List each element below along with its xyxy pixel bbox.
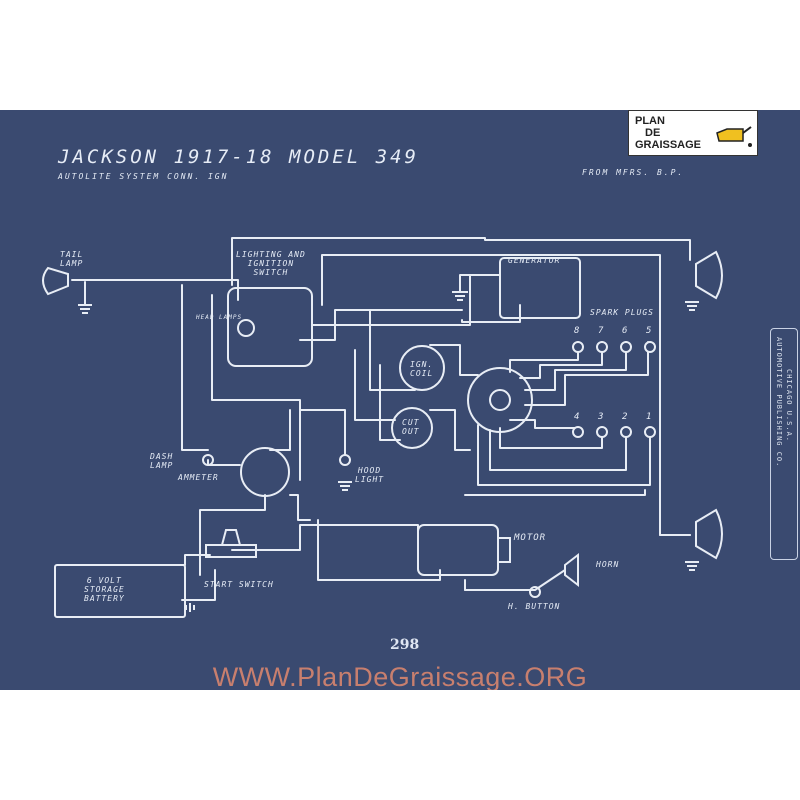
ign-coil-label: IGN. COIL <box>410 360 434 378</box>
hood-light-label: HOOD LIGHT <box>355 466 385 484</box>
start-switch-label: START SWITCH <box>204 580 274 589</box>
dash-lamp-bulb <box>202 454 214 466</box>
generator-body <box>499 257 581 319</box>
wire-plug-5 <box>524 341 649 406</box>
plug-number-1: 1 <box>646 412 653 422</box>
diagram-source: FROM MFRS. B.P. <box>582 168 685 177</box>
plug-1 <box>644 426 656 438</box>
plug-number-6: 6 <box>622 326 629 336</box>
wire-second-bus <box>321 254 691 536</box>
motor-label: MOTOR <box>514 533 547 543</box>
plug-3 <box>596 426 608 438</box>
wire-gen-1 <box>311 274 501 326</box>
plug-number-5: 5 <box>646 326 653 336</box>
wire-coil-2 <box>429 344 479 376</box>
ground-head-lower <box>685 561 699 571</box>
plug-2 <box>620 426 632 438</box>
wire-plug-1 <box>477 424 651 486</box>
wire-plug-2 <box>489 429 627 471</box>
battery-body <box>54 564 186 618</box>
wire-plug-7 <box>519 341 603 379</box>
hood-light-bulb <box>339 454 351 466</box>
head-lamp-upper-shape <box>695 250 723 300</box>
ground-generator <box>452 291 468 301</box>
start-switch-body <box>205 544 257 558</box>
motor-body <box>417 524 499 576</box>
wire-plug-4 <box>509 419 579 429</box>
wire-cutout-2 <box>429 409 471 451</box>
wire-ammeter-2 <box>199 494 266 576</box>
wire-plug-3 <box>499 427 603 449</box>
ground-tail <box>78 304 92 314</box>
ground-hood <box>338 481 352 491</box>
dash-lamp-label: DASH LAMP <box>150 452 174 470</box>
generator-label: GENERATOR <box>508 256 561 265</box>
wire-battery-top <box>64 554 211 566</box>
head-lamps-label: HEAD LAMPS <box>196 314 243 321</box>
wire-switch-left <box>181 284 209 451</box>
tail-lamp-label: TAIL LAMP <box>60 250 84 268</box>
wire-dist-low <box>464 489 646 496</box>
ammeter-circle <box>240 447 290 497</box>
wire-motor-1 <box>317 519 441 581</box>
lighting-switch-label: LIGHTING AND IGNITION SWITCH <box>236 250 306 277</box>
wire-ammeter-3 <box>289 494 311 521</box>
h-button-label: H. BUTTON <box>508 602 561 611</box>
tail-lamp-shape <box>42 266 69 296</box>
wire-switch-left2 <box>211 294 301 481</box>
cut-out-label: CUT OUT <box>402 418 420 436</box>
plug-6 <box>620 341 632 353</box>
wire-gen-2 <box>299 309 463 341</box>
plug-4 <box>572 426 584 438</box>
publisher-stamp: AUTOMOTIVE PUBLISHING CO. CHICAGO U.S.A. <box>770 328 798 560</box>
wire-start-switch <box>231 524 419 551</box>
plug-7 <box>596 341 608 353</box>
plug-5 <box>644 341 656 353</box>
wire-tail-lamp <box>71 279 239 301</box>
cut-out-circle <box>391 407 433 449</box>
wire-cutout-1 <box>354 349 396 421</box>
plug-number-4: 4 <box>574 412 581 422</box>
wire-gen-3 <box>461 304 521 323</box>
plan-de-graissage-logo: PLAN DE GRAISSAGE <box>628 110 758 156</box>
wire-plug-6 <box>524 341 627 391</box>
ammeter-label: AMMETER <box>178 473 219 482</box>
blueprint-board: JACKSON 1917-18 MODEL 349 AUTOLITE SYSTE… <box>0 110 800 690</box>
ground-start <box>185 603 195 612</box>
battery-label: 6 VOLT STORAGE BATTERY <box>84 576 125 603</box>
plug-number-7: 7 <box>598 326 605 336</box>
wire-hood-1 <box>299 409 346 456</box>
wire-plug-8 <box>509 341 579 373</box>
wire-gen-ground <box>459 274 501 293</box>
lighting-switch-body <box>227 287 313 367</box>
watermark-url: WWW.PlanDeGraissage.ORG <box>212 662 588 690</box>
oil-can-icon <box>716 126 752 147</box>
ign-coil-circle <box>399 345 445 391</box>
distributor-circle <box>467 367 533 433</box>
plug-number-8: 8 <box>574 326 581 336</box>
wire-top-bus <box>231 237 691 261</box>
wire-ammeter-1 <box>269 409 291 451</box>
wire-coil-1 <box>369 309 416 391</box>
spark-plugs-label: SPARK PLUGS <box>590 308 654 317</box>
horn-shape <box>564 552 579 588</box>
plug-number-3: 3 <box>598 412 605 422</box>
wire-horn <box>464 569 566 591</box>
diagram-title: JACKSON 1917-18 MODEL 349 <box>58 146 419 168</box>
wiring-diagram <box>42 237 723 618</box>
wire-battery-bottom <box>181 569 216 601</box>
wire-coil-3 <box>379 364 401 441</box>
plug-number-2: 2 <box>622 412 629 422</box>
plug-8 <box>572 341 584 353</box>
ground-head-upper <box>685 301 699 311</box>
head-lamp-lower-shape <box>695 508 723 560</box>
horn-label: HORN <box>596 560 620 569</box>
h-button-circle <box>529 586 541 598</box>
page-number: 298 <box>390 637 420 653</box>
diagram-subtitle: AUTOLITE SYSTEM CONN. IGN <box>58 172 229 181</box>
